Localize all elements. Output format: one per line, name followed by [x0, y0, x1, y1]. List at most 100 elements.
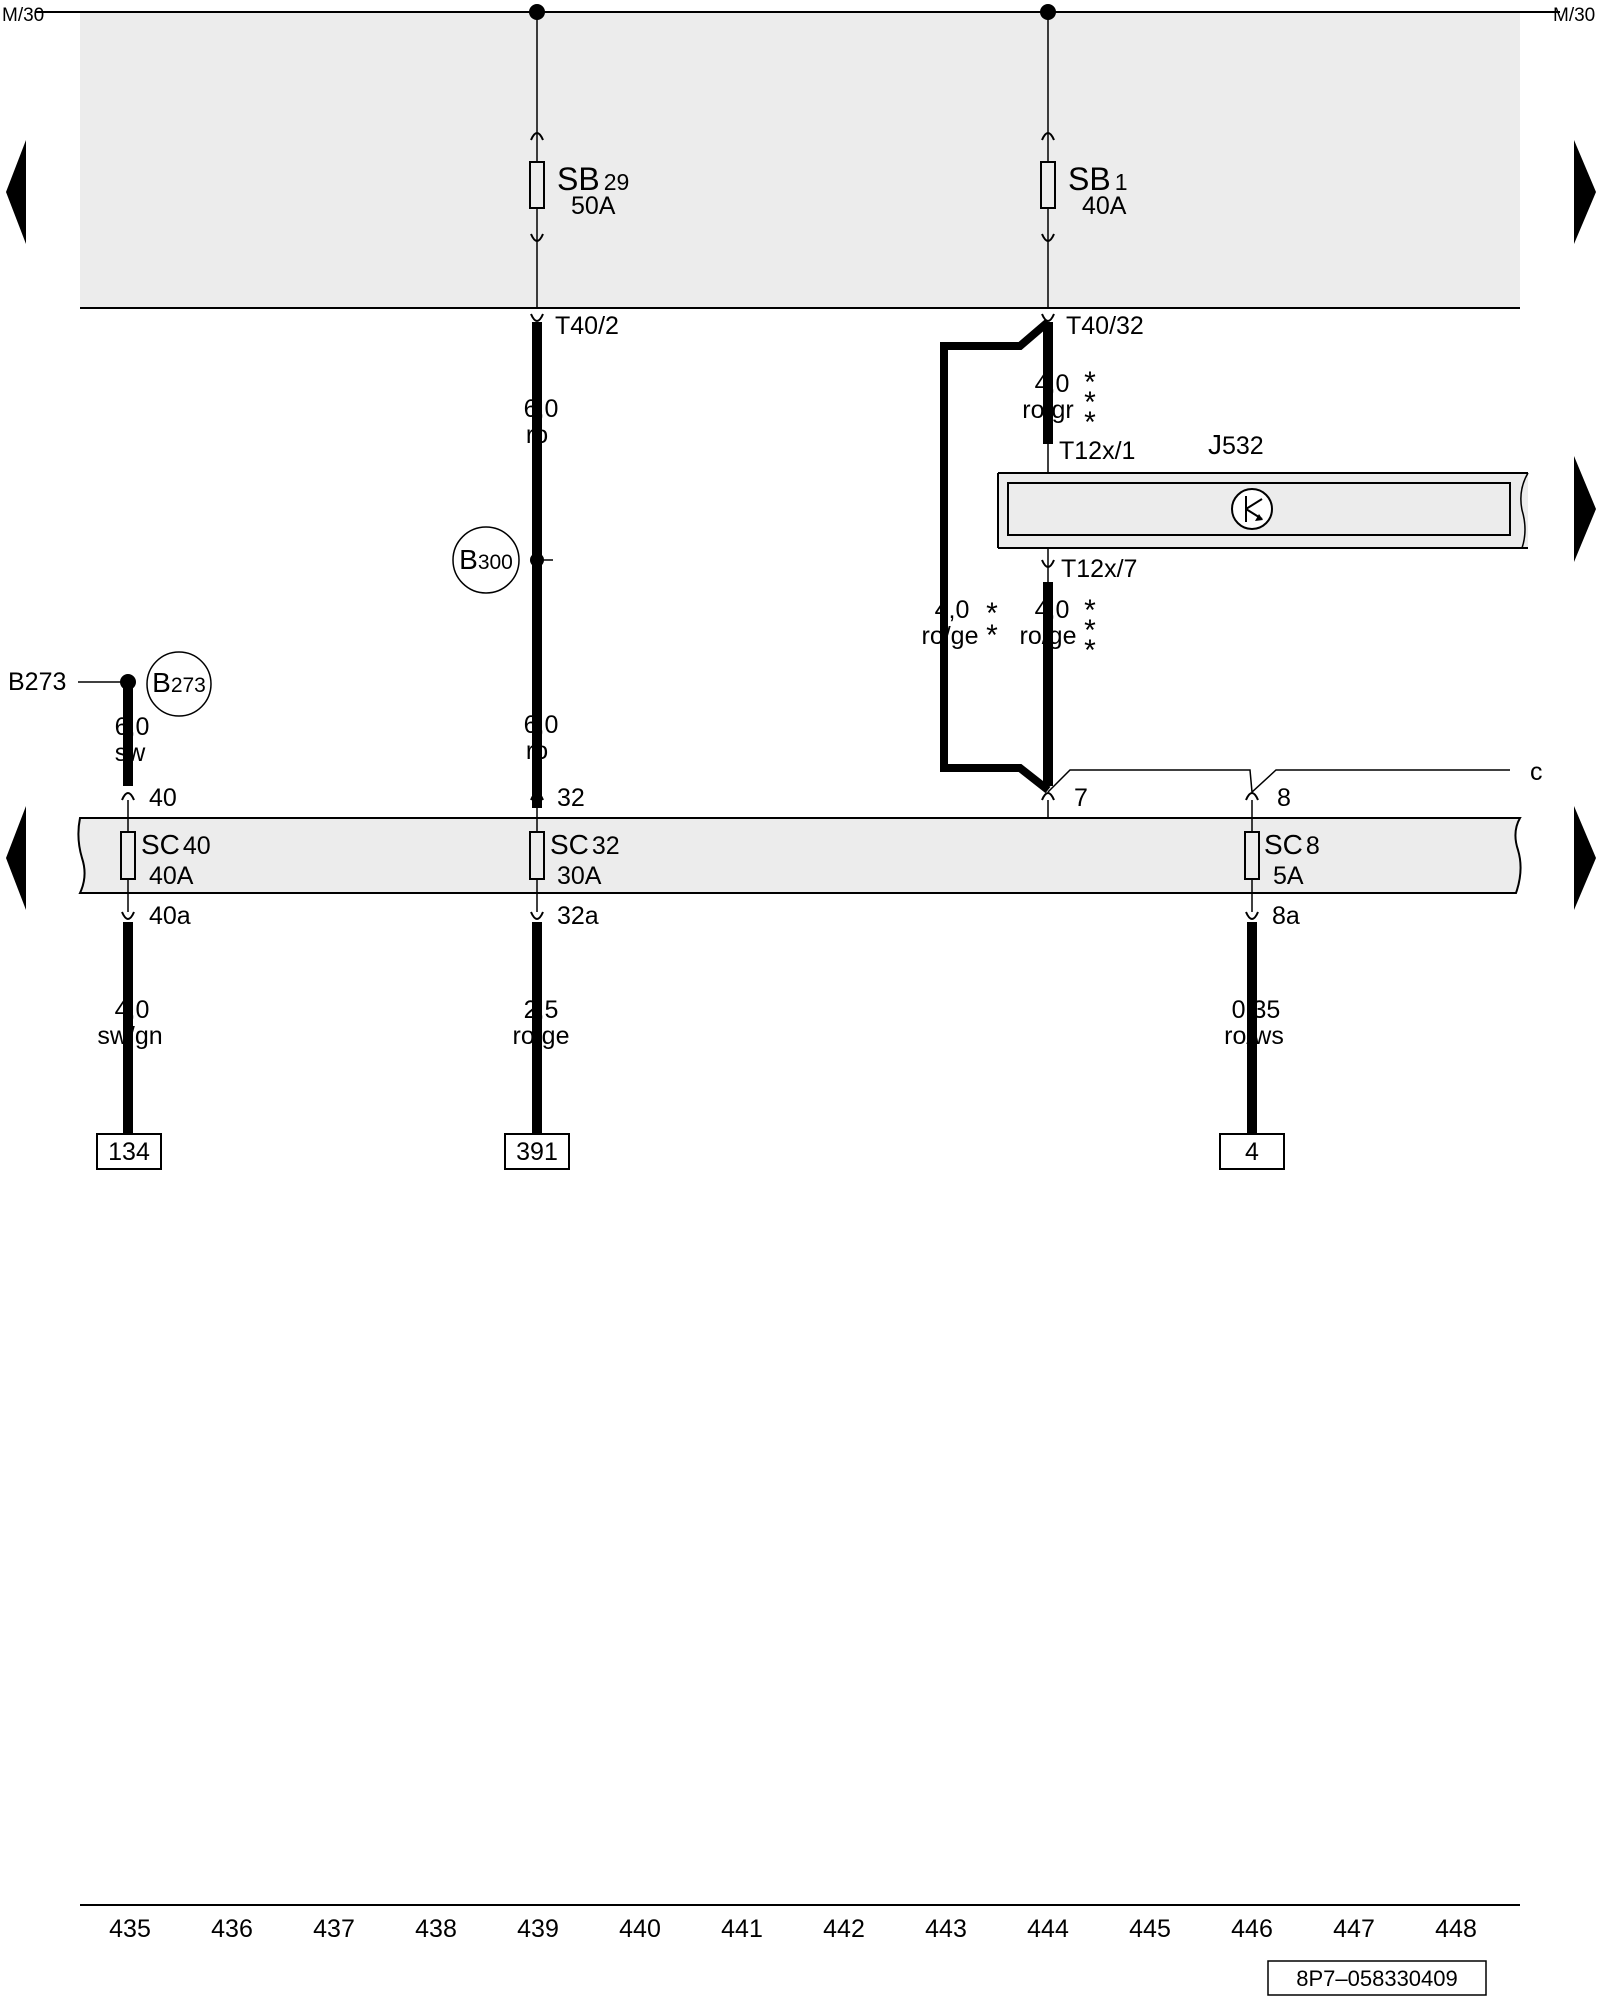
fuse-sc32-symbol [529, 831, 545, 880]
ground-b273-circle [146, 651, 212, 717]
wire-bypass [940, 318, 1051, 794]
terminal-t40-32-symbol [1041, 313, 1055, 322]
doc-code: 8P7–058330409 [1296, 1966, 1458, 1991]
wire-sc32-out-color: ro/ge [513, 1022, 570, 1050]
fuse-sc8-name: SC [1264, 829, 1303, 860]
fuse-sc40-number: 40 [183, 832, 211, 860]
bus-label-right: M/30 [1553, 5, 1595, 26]
fuse-sb1-name: SB [1068, 161, 1111, 197]
wire-j532-in-star-2: * [1084, 386, 1096, 419]
fuse-sb29-rating: 50A [571, 192, 616, 220]
fuse-sc32-number: 32 [592, 832, 620, 860]
wire-j532-out-star-3: * [1084, 634, 1096, 667]
terminal-7-label: 7 [1074, 784, 1088, 812]
transistor-icon [1231, 488, 1273, 530]
fuse-sb29-name: SB [557, 161, 600, 197]
terminal-t40-2-label: T40/2 [555, 312, 619, 340]
doc-code-box [1267, 1960, 1487, 1996]
fuse-sc40-rating: 40A [149, 862, 194, 890]
j532-pin-out: T12x/7 [1061, 555, 1137, 583]
bus-label-left: M/30 [2, 5, 44, 26]
fuse-sc40-pin-out: 40a [149, 902, 191, 930]
ref-box-134-label: 134 [108, 1138, 150, 1166]
connection-c-line [1047, 769, 1510, 794]
wire-bypass-star-1: * [986, 597, 998, 630]
j532-number: 532 [1222, 432, 1264, 460]
footer-number: 443 [925, 1915, 967, 1943]
ref-box-4-label: 4 [1245, 1138, 1259, 1166]
fuse-sc32-name: SC [550, 829, 589, 860]
footer-number: 441 [721, 1915, 763, 1943]
fuse-sc40-pin-in: 40 [149, 784, 177, 812]
nav-arrow-left-top[interactable] [6, 140, 26, 244]
terminal-t40-32-label: T40/32 [1066, 312, 1144, 340]
ref-box-134 [96, 1133, 162, 1170]
wire-j532-in-star-3: * [1084, 406, 1096, 439]
nav-arrow-right-mid[interactable] [1574, 456, 1596, 562]
wire-sb29-lower-color: ro [526, 737, 548, 765]
fuse-sc40-name: SC [141, 829, 180, 860]
j532-prefix: J [1208, 429, 1222, 460]
nav-arrow-right-top[interactable] [1574, 140, 1596, 244]
nav-arrow-right-bottom[interactable] [1574, 806, 1596, 910]
fuse-sc40-symbol [120, 831, 136, 880]
ref-box-391-label: 391 [516, 1138, 558, 1166]
fuse-sc32-rating: 30A [557, 862, 602, 890]
fuse-sc32-pin-out: 32a [557, 902, 599, 930]
bottom-fuse-panel [77, 817, 1522, 894]
wire-j532-in-size: 4,0 [1035, 370, 1070, 398]
wire-j532-in-color: ro/gr [1022, 396, 1073, 424]
fuse-sb29-symbol [529, 161, 545, 209]
footer-number: 438 [415, 1915, 457, 1943]
wire-sc40-out-size: 4,0 [115, 996, 150, 1024]
fuse-sc8-pin-in: 8 [1277, 784, 1291, 812]
nav-arrow-left-bottom[interactable] [6, 806, 26, 910]
wire-sc8-out-size: 0,35 [1232, 996, 1281, 1024]
footer-number: 444 [1027, 1915, 1069, 1943]
wire-sc32-out-size: 2,5 [524, 996, 559, 1024]
ref-box-391 [504, 1133, 570, 1170]
fuse-sb29-number: 29 [604, 169, 630, 195]
wire-sc40-out-color: sw/gn [97, 1022, 162, 1050]
wire-j532-out-color: ro/ge [1020, 622, 1077, 650]
footer-number: 440 [619, 1915, 661, 1943]
fuse-sc32-pin-in: 32 [557, 784, 585, 812]
wire-j532-out-size: 4,0 [1035, 596, 1070, 624]
footer-number: 436 [211, 1915, 253, 1943]
footer-number: 446 [1231, 1915, 1273, 1943]
wire-bypass-size: 4,0 [935, 596, 970, 624]
footer-number: 442 [823, 1915, 865, 1943]
wire-j532-out-star-1: * [1084, 594, 1096, 627]
svg-text:B300: B300 [459, 544, 513, 575]
wire-b273-size: 6,0 [115, 713, 150, 741]
fuse-sc8-number: 8 [1306, 832, 1320, 860]
ground-b300-node [530, 553, 544, 567]
footer-number: 448 [1435, 1915, 1477, 1943]
wire-bypass-star-2: * [986, 619, 998, 652]
fuse-sc8-pin-out: 8a [1272, 902, 1300, 930]
fuse-sc8-symbol [1244, 831, 1260, 880]
wire-sb29-upper-color: ro [526, 421, 548, 449]
ground-b273-prefix: B [152, 667, 171, 698]
terminal-7-symbol [1041, 792, 1055, 801]
ground-b300-circle [452, 526, 520, 594]
terminal-t40-2-symbol [530, 313, 544, 322]
wire-bypass-color: ro/ge [922, 622, 979, 650]
ground-b300-number: 300 [478, 551, 513, 574]
b273-line-label: B273 [8, 668, 66, 696]
wire-j532-in-star-1: * [1084, 366, 1096, 399]
ref-box-4 [1219, 1133, 1285, 1170]
footer-number: 447 [1333, 1915, 1375, 1943]
footer-number: 437 [313, 1915, 355, 1943]
wire-sc8-out-color: ro/ws [1224, 1022, 1284, 1050]
fuse-sb1-rating: 40A [1082, 192, 1127, 220]
svg-text:J532: J532 [1208, 429, 1264, 460]
